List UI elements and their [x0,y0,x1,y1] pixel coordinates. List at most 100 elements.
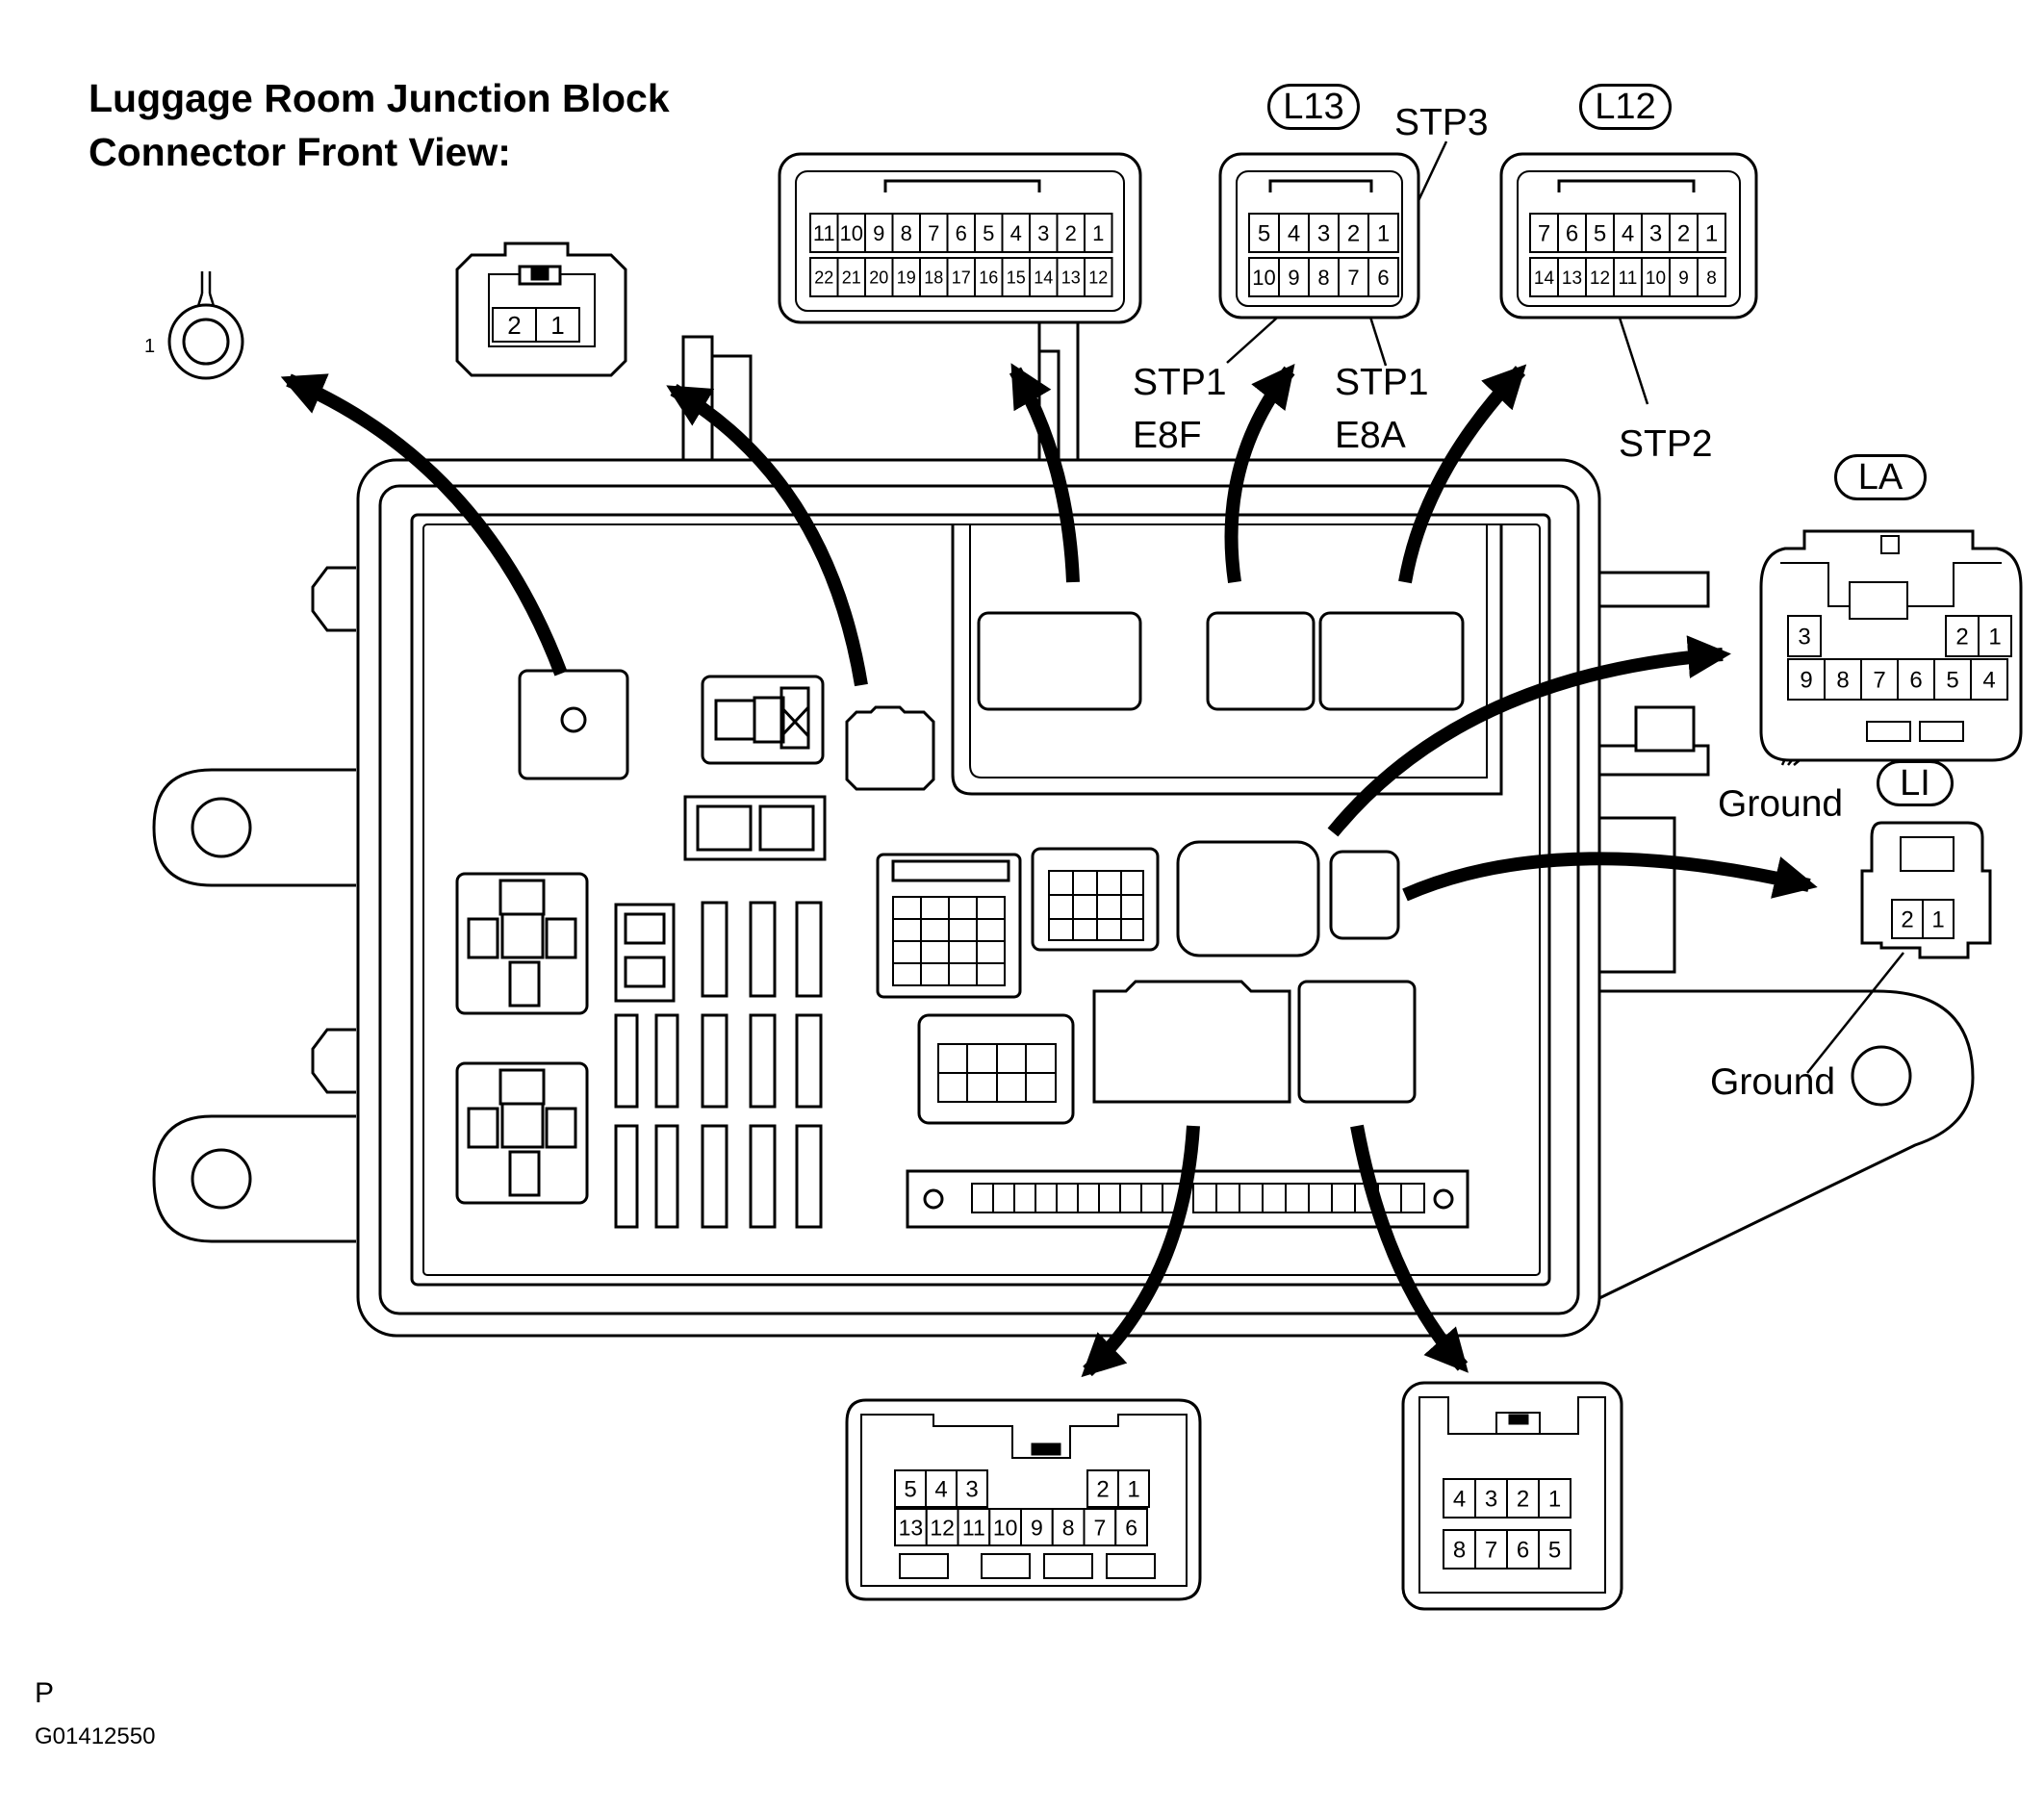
l12-row2-pin-8: 8 [1697,257,1726,297]
conn8-row2-pin-8: 8 [1443,1529,1476,1570]
l12-row1-pin-2: 2 [1669,213,1699,253]
conn22-row2-pin-21: 21 [836,257,866,297]
conn13-row2-pin-10-cell [988,1508,1022,1546]
conn22-row1-pin-11: 11 [809,213,839,253]
conn22-row2-pin-21-label: 21 [842,268,861,287]
conn22-row1-pin-2-cell [1056,213,1086,253]
l12-row1-pin-4-label: 4 [1622,221,1634,247]
conn8-row1-pin-4-label: 4 [1453,1487,1466,1513]
conn22-row2-pin-22: 22 [809,257,839,297]
callout-arrows [280,363,1818,1378]
conn8-row2-pin-5-cell [1538,1529,1571,1570]
l12-row2-pin-11: 11 [1613,257,1643,297]
conn13-row1-left-pin-4: 4 [925,1469,958,1508]
l13-row2-pin-9: 9 [1278,257,1310,297]
l13-row1-pin-1: 1 [1367,213,1399,253]
l12-row1-pin-7-cell [1529,213,1559,253]
conn13-row2-pin-9-label: 9 [1031,1515,1043,1540]
l13-row1-pin-3-label: 3 [1317,221,1330,247]
conn13-row1-left-pin-5-label: 5 [904,1477,916,1503]
callout-ground-la: Ground [1718,783,1844,825]
conn8-row2-pin-7-cell [1474,1529,1508,1570]
conn13-row1-right-pin-2-cell [1086,1469,1119,1508]
connector-code-li: LI [1877,760,1954,806]
conn22-row1-pin-9-label: 9 [873,221,884,245]
conn8-row1-pin-1-label: 1 [1548,1487,1561,1513]
l13-row1-pin-4-label: 4 [1288,221,1300,247]
conn22-row2-pin-12: 12 [1084,257,1113,297]
conn13-row2-pin-8-label: 8 [1062,1515,1075,1540]
conn8-row1-pin-4-cell [1443,1478,1476,1519]
la-pin-2-label: 2 [1955,625,1968,651]
callout-stp2: STP2 [1619,423,1713,465]
l12-row2-pin-11-cell [1613,257,1643,297]
conn13-row2-pin-7-cell [1083,1508,1117,1546]
l12-row2-pin-9-cell [1669,257,1699,297]
l12-row2-pin-8-label: 8 [1706,268,1717,289]
two-pin-top-pin-1-label: 1 [550,311,564,340]
arrow-8-pin-connector [1350,1124,1469,1373]
conn22-row2-pin-19: 19 [891,257,921,297]
li-pin-2: 2 [1891,899,1924,939]
la-row2-pin-7: 7 [1860,658,1899,701]
l13-row2-pin-8: 8 [1308,257,1340,297]
conn22-row2-pin-13: 13 [1056,257,1086,297]
l12-row1-pin-6-label: 6 [1566,221,1578,247]
arrow-ground-terminal [280,373,568,676]
la-row2-pin-6-cell [1897,658,1935,701]
conn22-row1-pin-6-label: 6 [956,221,967,245]
conn8-row1-pin-2: 2 [1506,1478,1540,1519]
la-row2-pin-9-cell [1787,658,1826,701]
conn22-row2-pin-12-label: 12 [1088,268,1108,287]
conn22-row1-pin-10-label: 10 [840,221,863,245]
conn22-row2-pin-17-label: 17 [952,268,971,287]
la-pin-1-label: 1 [1988,625,2001,651]
conn22-row1-pin-3: 3 [1029,213,1059,253]
connector-13-pin-housing [845,1398,1202,1601]
l13-row2-pin-6-cell [1367,257,1399,297]
l12-row2-pin-14: 14 [1529,257,1559,297]
conn13-row2-pin-8: 8 [1051,1508,1086,1546]
conn22-row2-pin-20-label: 20 [869,268,888,287]
conn22-row1-pin-2-label: 2 [1065,221,1077,245]
l12-row2-pin-13: 13 [1557,257,1587,297]
la-row2-pin-5-cell [1933,658,1972,701]
conn13-row2-pin-7-label: 7 [1093,1515,1106,1540]
conn13-row1-left-pin-3-cell [956,1469,988,1508]
connector-la-housing [1759,529,2023,762]
la-row2-pin-4-label: 4 [1982,668,1995,694]
conn22-row1-pin-2: 2 [1056,213,1086,253]
l12-row1-pin-1-cell [1697,213,1726,253]
conn13-row2-pin-7: 7 [1083,1508,1117,1546]
conn22-row1-pin-7: 7 [919,213,949,253]
conn13-row1-right-pin-1: 1 [1117,1469,1150,1508]
l12-row1-pin-7-label: 7 [1538,221,1550,247]
conn22-row1-pin-4-label: 4 [1010,221,1022,245]
arrow-two-pin-connector [666,383,868,687]
conn13-row2-pin-6: 6 [1114,1508,1148,1546]
conn22-row1-pin-3-label: 3 [1037,221,1049,245]
l13-row2-pin-8-cell [1308,257,1340,297]
la-pin-1: 1 [1978,615,2012,657]
conn22-row2-pin-17: 17 [946,257,976,297]
conn13-row2-pin-11: 11 [957,1508,991,1546]
conn22-row2-pin-19-label: 19 [897,268,916,287]
conn22-row1-pin-1-label: 1 [1092,221,1104,245]
arrow-13-pin-connector [1081,1125,1200,1378]
conn22-row1-pin-6: 6 [946,213,976,253]
junction-block-body [152,311,1975,1338]
conn22-row1-pin-8-label: 8 [901,221,912,245]
l12-row2-pin-8-cell [1697,257,1726,297]
conn22-row1-pin-9: 9 [864,213,894,253]
conn13-row2-pin-12-label: 12 [930,1515,955,1540]
la-row2-pin-9-label: 9 [1800,668,1812,694]
conn22-row2-pin-21-cell [836,257,866,297]
ring-terminal-pin-label: 1 [144,336,155,357]
l12-row1-pin-5-label: 5 [1594,221,1606,247]
conn22-row1-pin-7-cell [919,213,949,253]
conn22-row1-pin-11-label: 11 [813,221,835,245]
conn8-row1-pin-3-label: 3 [1485,1487,1497,1513]
conn22-row2-pin-16: 16 [974,257,1004,297]
